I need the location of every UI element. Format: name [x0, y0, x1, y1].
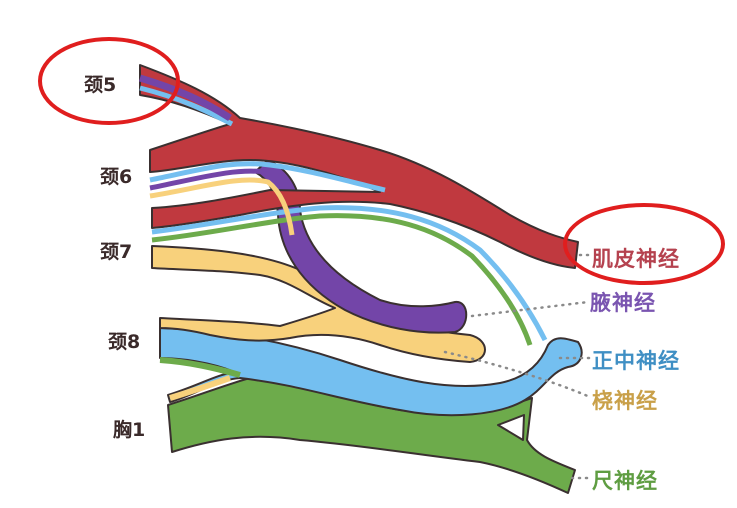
root-label-t1: 胸1	[113, 419, 146, 441]
nerve-label-axillary: 腋神经	[590, 291, 656, 315]
leader-axillary	[470, 300, 590, 318]
nerve-label-radial: 桡神经	[592, 389, 658, 413]
highlight-ellipse-musculocutaneous	[563, 203, 725, 285]
root-label-c7: 颈7	[100, 241, 133, 263]
axillary-nerve	[254, 159, 468, 334]
highlight-ellipse-c5	[38, 37, 180, 125]
root-label-c6: 颈6	[100, 166, 133, 188]
nerve-label-ulnar: 尺神经	[592, 469, 658, 493]
nerve-label-median: 正中神经	[592, 349, 680, 373]
root-label-c8: 颈8	[108, 331, 141, 353]
musculocutaneous-nerve-trunk	[139, 64, 579, 269]
median-nerve-lower	[159, 327, 583, 417]
